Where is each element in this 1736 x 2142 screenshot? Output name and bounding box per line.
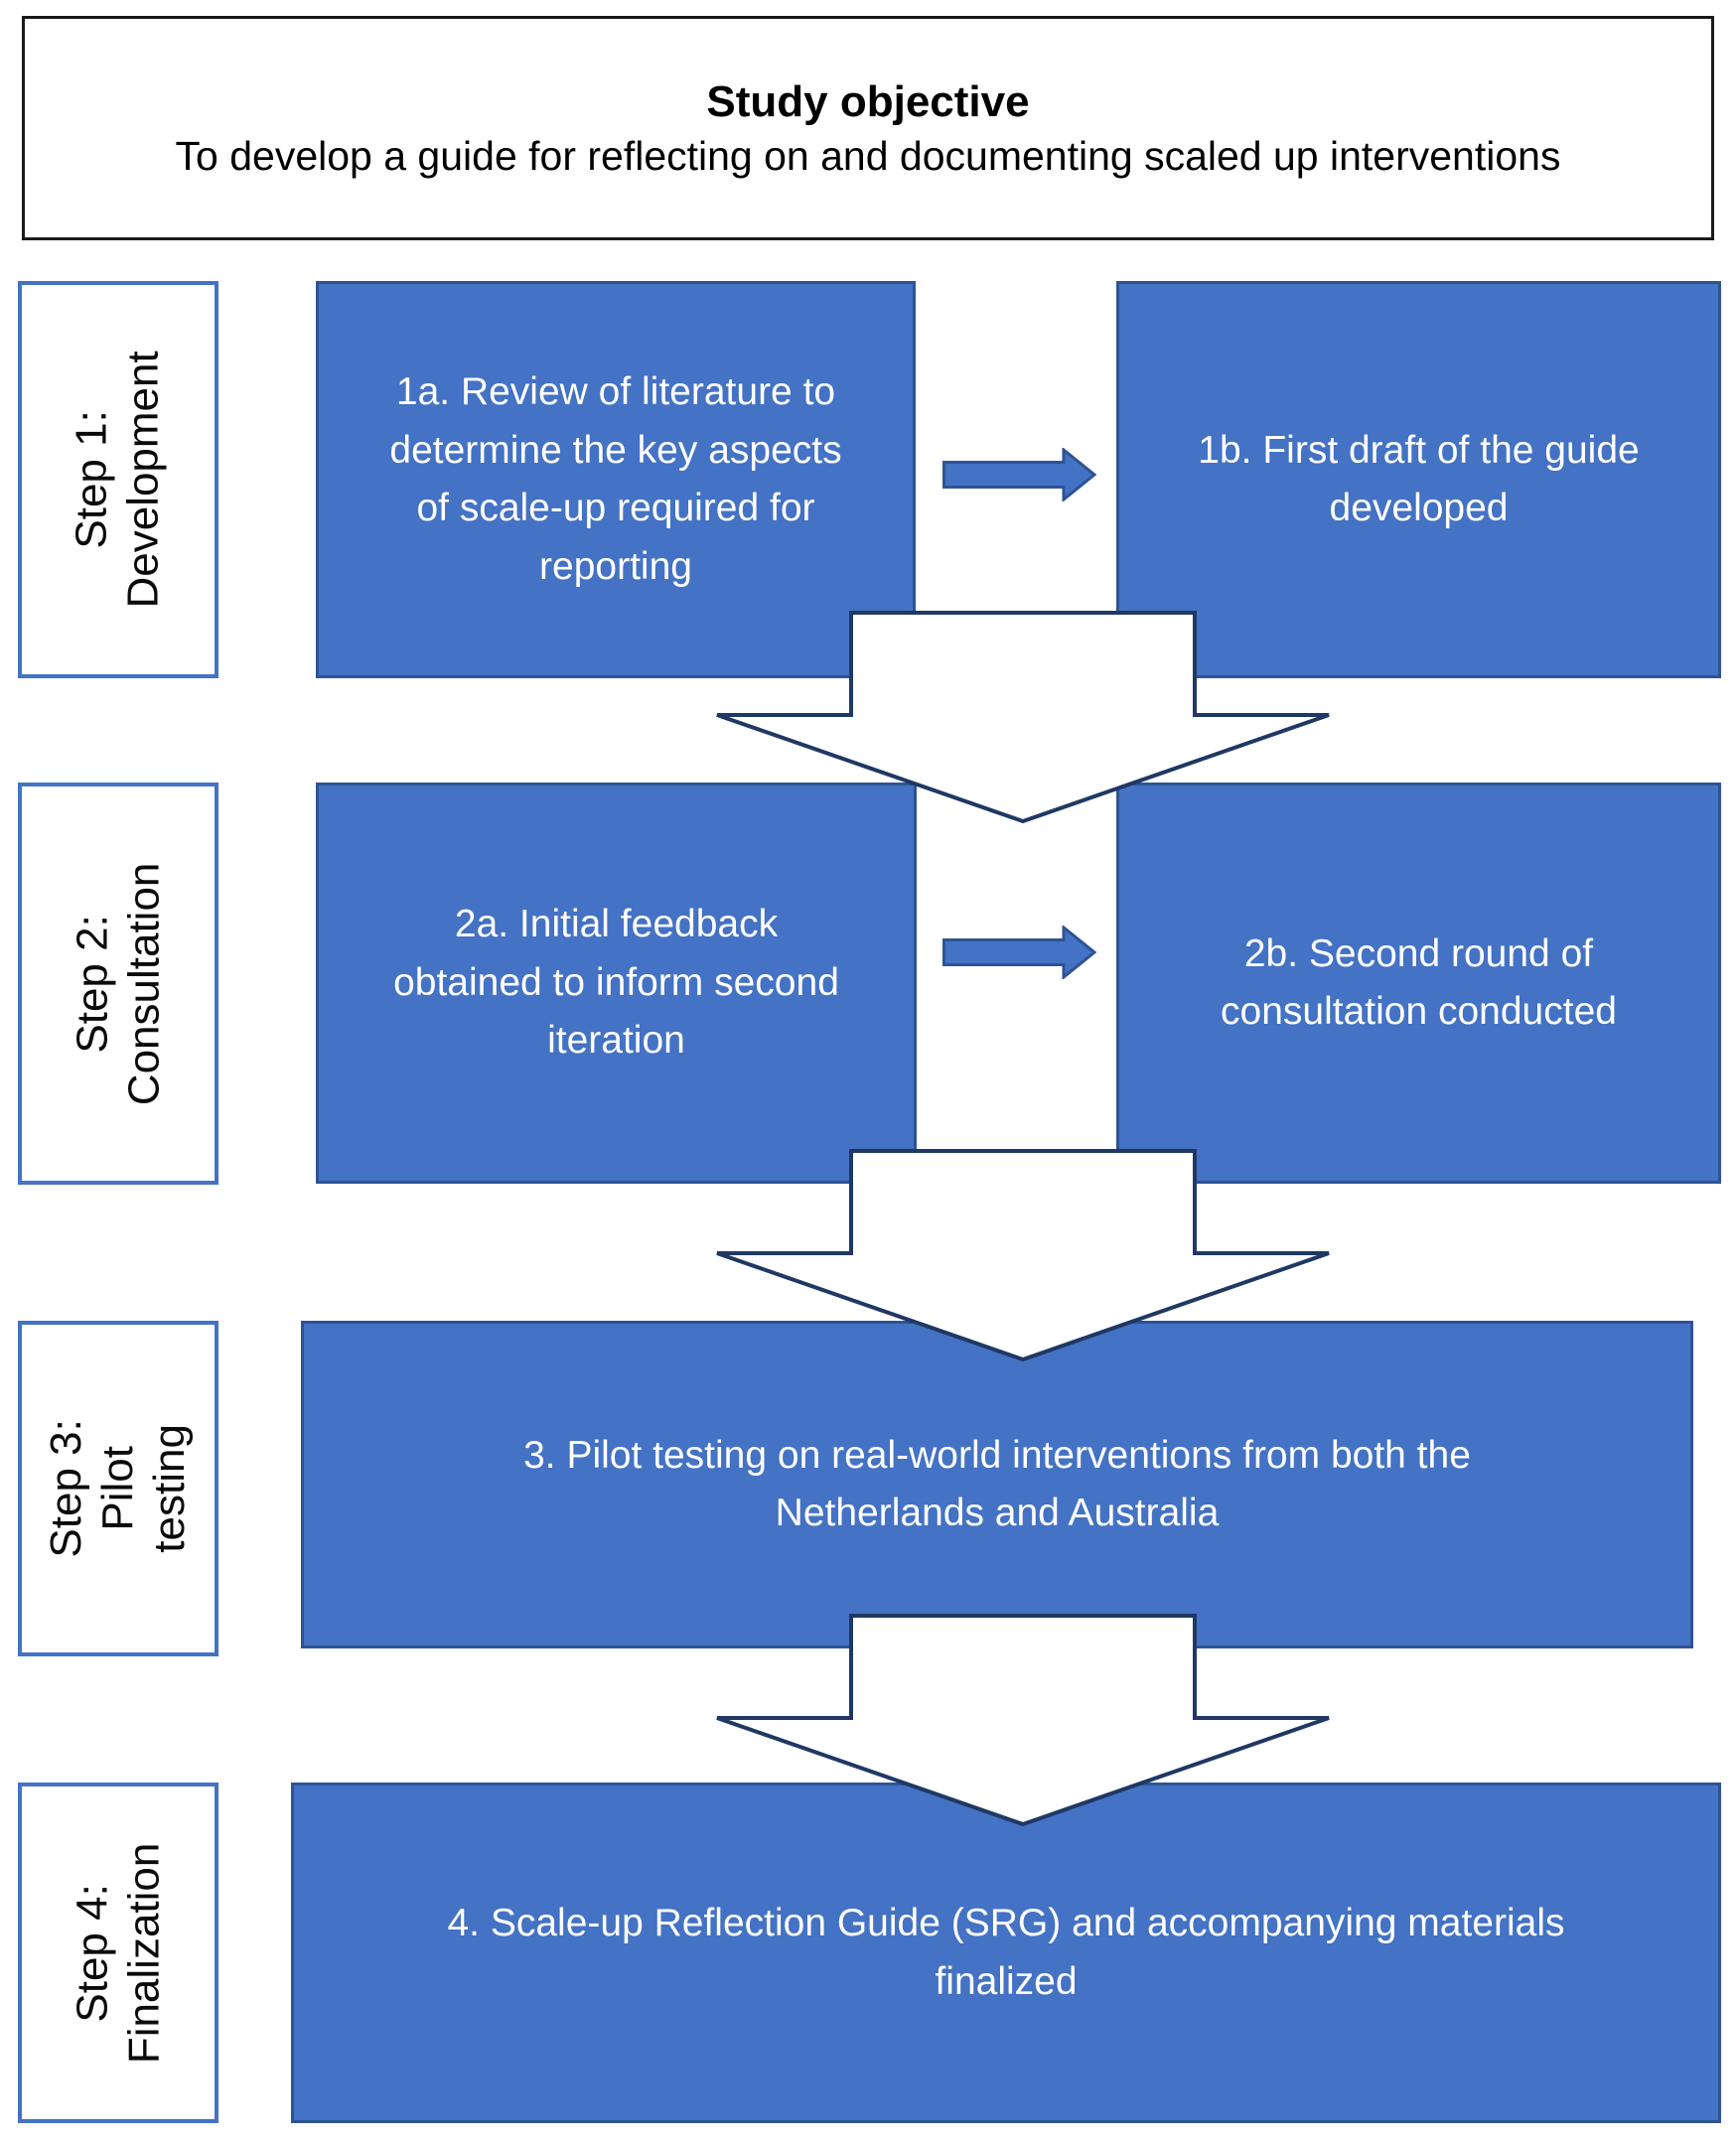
step-2-label-box: Step 2: Consultation	[18, 783, 218, 1185]
down-arrow-icon-1	[715, 611, 1331, 824]
step-2-label-wrap: Step 2: Consultation	[22, 786, 215, 1181]
down-arrow-icon-3	[715, 1614, 1331, 1827]
process-box-2a: 2a. Initial feedback obtained to inform …	[316, 783, 917, 1184]
process-box-4: 4. Scale-up Reflection Guide (SRG) and a…	[291, 1783, 1721, 2123]
step-1-label-box: Step 1: Development	[18, 281, 218, 678]
right-arrow-icon-step2	[942, 926, 1097, 979]
step-3-label-box: Step 3: Pilot testing	[18, 1321, 218, 1656]
right-arrow-icon-step1	[942, 448, 1097, 501]
step-1-label: Step 1: Development	[68, 351, 169, 609]
step-3-label: Step 3: Pilot testing	[42, 1419, 194, 1558]
step-2-label: Step 2: Consultation	[68, 862, 169, 1105]
study-objective-heading: Study objective	[706, 76, 1030, 126]
study-objective-subtitle: To develop a guide for reflecting on and…	[175, 132, 1561, 179]
step-4-label-box: Step 4: Finalization	[18, 1783, 218, 2123]
step-3-label-wrap: Step 3: Pilot testing	[22, 1325, 215, 1652]
process-box-1b: 1b. First draft of the guide developed	[1116, 281, 1721, 678]
step-4-label: Step 4: Finalization	[68, 1842, 168, 2064]
process-box-1a: 1a. Review of literature to determine th…	[316, 281, 916, 678]
study-objective-box: Study objective To develop a guide for r…	[22, 16, 1714, 240]
process-box-2b: 2b. Second round of consultation conduct…	[1116, 783, 1721, 1184]
step-1-label-wrap: Step 1: Development	[22, 285, 215, 674]
step-4-label-wrap: Step 4: Finalization	[22, 1786, 215, 2119]
down-arrow-icon-2	[715, 1149, 1331, 1362]
process-box-3: 3. Pilot testing on real-world intervent…	[301, 1321, 1693, 1648]
